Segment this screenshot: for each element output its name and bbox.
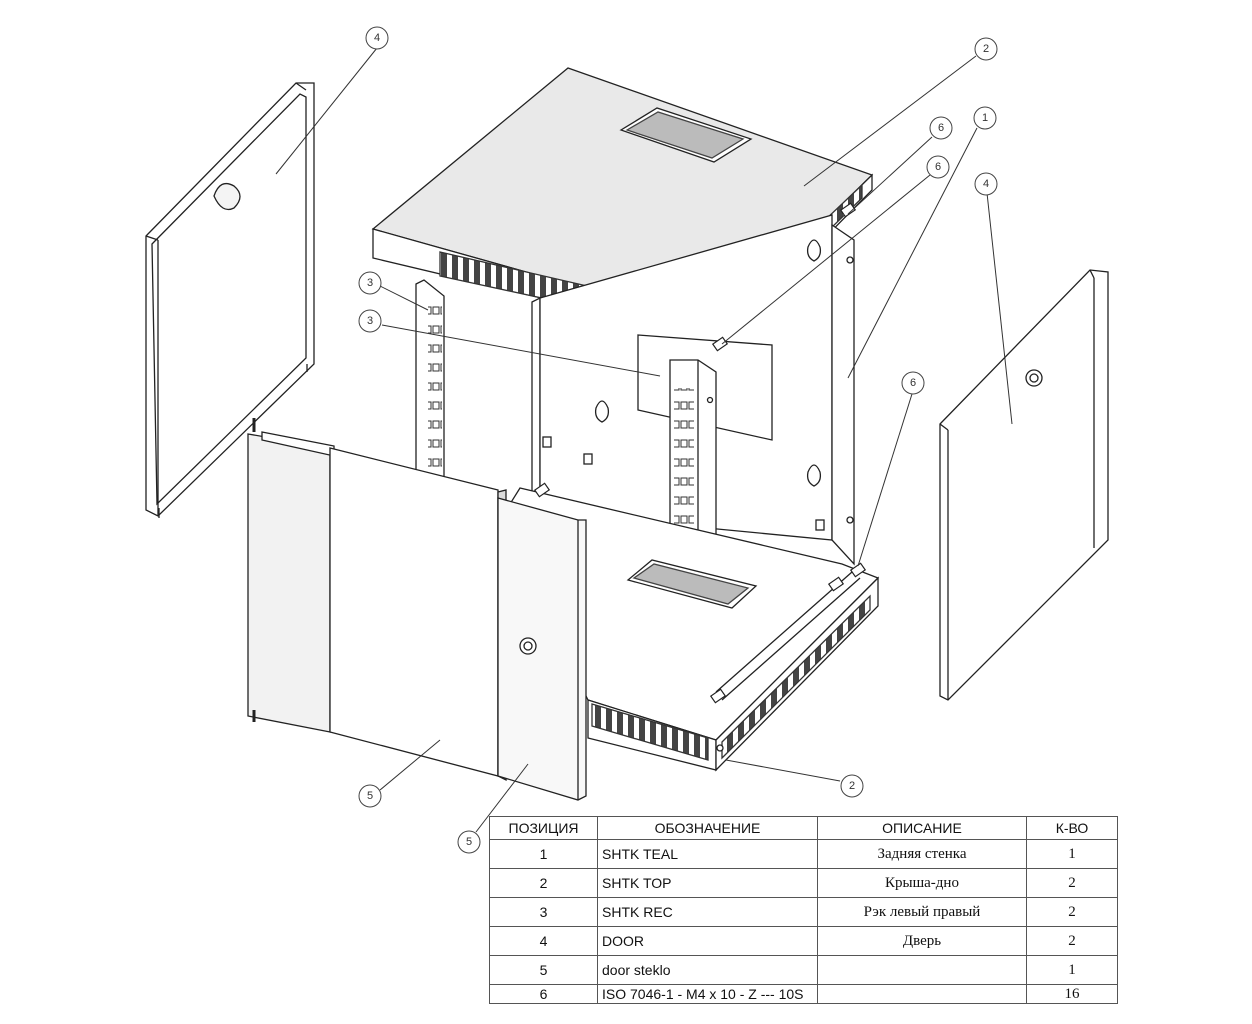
svg-text:5: 5 [466,836,472,848]
bom-cell-position: 1 [489,839,598,869]
balloon-2-top: 2 [974,37,998,61]
bom-cell-designation: SHTK TEAL [597,839,818,869]
leader-lines [275,47,1013,833]
right-side-door [939,269,1109,701]
bom-cell-description [817,955,1027,985]
svg-text:6: 6 [938,122,944,134]
rack-rail-left [415,279,445,494]
bom-cell-quantity: 1 [1026,839,1118,869]
bom-cell-description: Рэк левый правый [817,897,1027,927]
balloon-4-right: 4 [974,172,998,196]
bom-cell-quantity: 16 [1026,984,1118,1004]
svg-text:4: 4 [983,178,989,190]
left-side-door [145,82,315,518]
bom-row: 2 SHTK TOP Крыша-дно 2 [489,868,1118,898]
bom-row: 6 ISO 7046-1 - M4 x 10 - Z --- 10S 16 [489,984,1118,1004]
bom-header-quantity: К-ВО [1026,816,1118,840]
screws [533,202,867,704]
bottom-base [499,487,880,772]
balloon-6-a: 6 [929,116,953,140]
svg-text:6: 6 [910,377,916,389]
bom-cell-quantity: 2 [1026,926,1118,956]
svg-text:3: 3 [367,277,373,289]
bom-cell-position: 6 [489,984,598,1004]
bom-header-designation: ОБОЗНАЧЕНИЕ [597,816,818,840]
bom-cell-description [817,984,1027,1004]
svg-text:6: 6 [935,161,941,173]
svg-text:2: 2 [849,780,855,792]
bom-row: 1 SHTK TEAL Задняя стенка 1 [489,839,1118,869]
balloon-6-c: 6 [901,371,925,395]
balloon-2-bottom: 2 [840,774,864,798]
bom-cell-designation: SHTK REC [597,897,818,927]
balloon-5-b: 5 [457,830,481,854]
bom-cell-position: 4 [489,926,598,956]
balloon-5-a: 5 [358,784,382,808]
bom-cell-quantity: 2 [1026,868,1118,898]
bom-cell-description: Дверь [817,926,1027,956]
bom-cell-position: 2 [489,868,598,898]
balloon-3-a: 3 [358,271,382,295]
balloon-1: 1 [973,106,997,130]
bom-header-row: ПОЗИЦИЯ ОБОЗНАЧЕНИЕ ОПИСАНИЕ К-ВО [489,816,1118,840]
bom-row: 4 DOOR Дверь 2 [489,926,1118,956]
svg-text:5: 5 [367,790,373,802]
bom-cell-description: Крыша-дно [817,868,1027,898]
bom-cell-quantity: 2 [1026,897,1118,927]
balloon-3-b: 3 [358,309,382,333]
bom-header-description: ОПИСАНИЕ [817,816,1027,840]
bom-cell-designation: DOOR [597,926,818,956]
front-glass-door [247,418,587,801]
bill-of-materials-table: ПОЗИЦИЯ ОБОЗНАЧЕНИЕ ОПИСАНИЕ К-ВО 1 SHTK… [489,816,1118,1004]
balloon-4-left: 4 [365,26,389,50]
bom-cell-description: Задняя стенка [817,839,1027,869]
bom-cell-designation: ISO 7046-1 - M4 x 10 - Z --- 10S [597,984,818,1004]
svg-text:1: 1 [982,112,988,124]
bom-row: 5 door steklo 1 [489,955,1118,985]
bom-cell-designation: SHTK TOP [597,868,818,898]
bom-cell-position: 5 [489,955,598,985]
bom-cell-quantity: 1 [1026,955,1118,985]
svg-text:4: 4 [374,32,380,44]
bom-header-position: ПОЗИЦИЯ [489,816,598,840]
bom-cell-position: 3 [489,897,598,927]
svg-text:2: 2 [983,43,989,55]
svg-text:3: 3 [367,315,373,327]
balloon-6-b: 6 [926,155,950,179]
bom-row: 3 SHTK REC Рэк левый правый 2 [489,897,1118,927]
bom-cell-designation: door steklo [597,955,818,985]
